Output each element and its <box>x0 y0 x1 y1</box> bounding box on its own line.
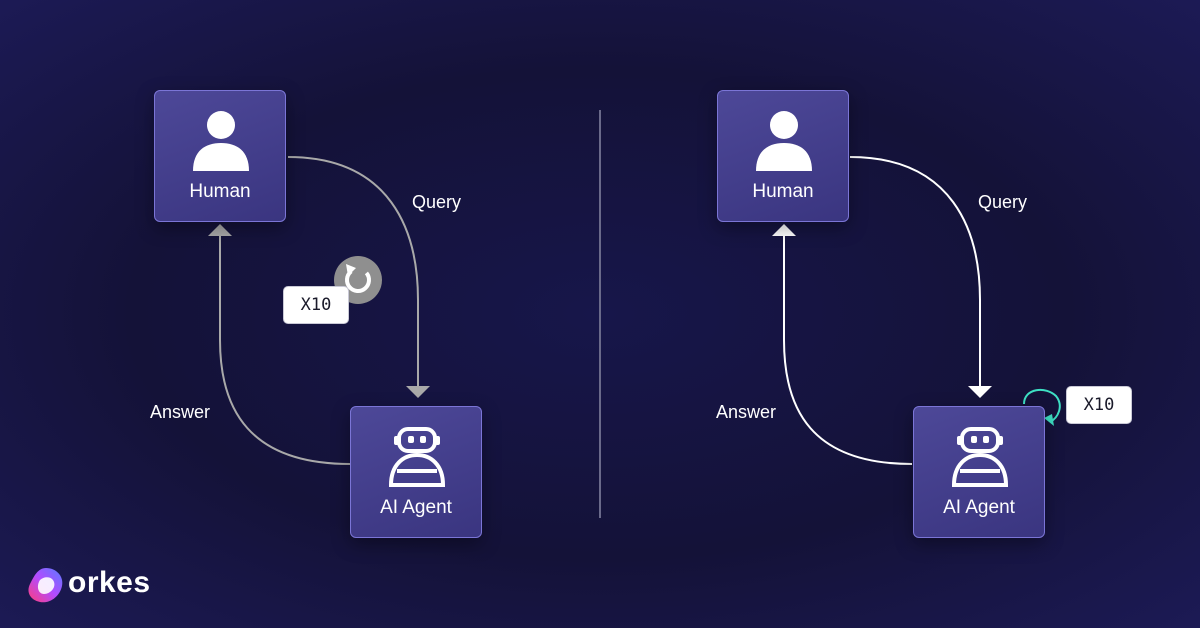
left-agent-node: AI Agent <box>350 406 482 538</box>
left-agent-label: AI Agent <box>380 497 452 518</box>
right-query-label: Query <box>978 192 1028 212</box>
left-x10-badge: X10 <box>283 286 349 324</box>
robot-icon <box>388 427 446 487</box>
right-agent-label: AI Agent <box>943 497 1015 518</box>
left-answer-edge <box>219 236 351 465</box>
right-query-edge <box>849 156 981 386</box>
orkes-logo-text: orkes <box>68 566 151 599</box>
left-human-label: Human <box>189 181 251 202</box>
right-agent-node: AI Agent <box>913 406 1045 538</box>
robot-icon <box>951 427 1009 487</box>
right-answer-edge <box>783 236 913 465</box>
left-query-edge <box>287 156 419 386</box>
orkes-logo-icon <box>28 568 63 603</box>
right-human-node: Human <box>717 90 849 222</box>
left-answer-arrowhead <box>208 224 232 236</box>
person-icon <box>193 111 249 171</box>
person-icon <box>756 111 812 171</box>
left-answer-label: Answer <box>150 402 211 422</box>
left-query-arrowhead <box>406 386 430 398</box>
right-answer-arrowhead <box>772 224 796 236</box>
right-query-arrowhead <box>968 386 992 398</box>
right-answer-label: Answer <box>716 402 777 422</box>
right-x10-badge: X10 <box>1066 386 1132 424</box>
left-query-label: Query <box>412 192 462 212</box>
loop-arrow-icon <box>1023 388 1061 426</box>
right-human-label: Human <box>752 181 814 202</box>
left-human-node: Human <box>154 90 286 222</box>
